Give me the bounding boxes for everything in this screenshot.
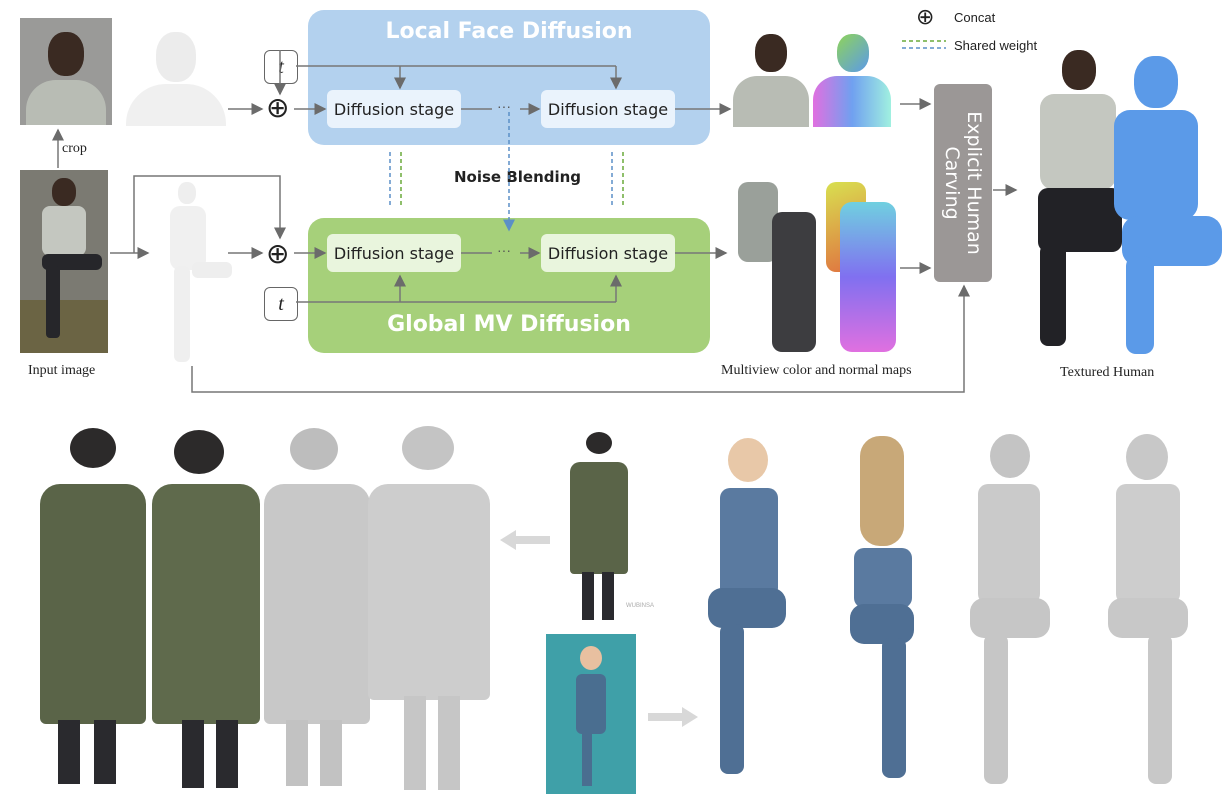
face-diffusion-stage-1: Diffusion stage xyxy=(327,90,461,128)
global-diffusion-stage-2: Diffusion stage xyxy=(541,234,675,272)
watermark-text: WUBINSA xyxy=(626,603,655,609)
overalls-woman-back-mesh xyxy=(1064,428,1224,800)
right-arrow-grey xyxy=(648,707,698,732)
overalls-woman-front-mesh xyxy=(932,428,1080,800)
overalls-woman-input-photo xyxy=(546,634,636,794)
coat-woman-back-color xyxy=(146,424,264,800)
overalls-woman-front-color xyxy=(672,428,812,800)
legend-shared-weight-label: Shared weight xyxy=(954,38,1038,53)
timestep-t-bottom: t xyxy=(264,287,298,321)
body-template-render xyxy=(150,180,240,366)
face-color-normal-output xyxy=(733,32,893,127)
face-stage-ellipsis: ··· xyxy=(497,98,511,114)
coat-woman-input-photo xyxy=(564,430,634,630)
legend-concat-symbol: ⊕ xyxy=(916,4,935,29)
crop-label: crop xyxy=(62,141,87,156)
coat-woman-front-mesh xyxy=(256,424,376,800)
concat-symbol-bottom: ⊕ xyxy=(266,238,290,269)
face-template-render xyxy=(124,28,228,126)
left-arrow-grey xyxy=(500,530,550,555)
textured-human-label: Textured Human xyxy=(1060,365,1155,380)
multiview-label: Multiview color and normal maps xyxy=(721,363,912,378)
global-mv-diffusion-title: Global MV Diffusion xyxy=(387,312,631,337)
input-image-photo xyxy=(20,170,108,353)
local-face-diffusion-title: Local Face Diffusion xyxy=(385,19,633,44)
noise-blending-label: Noise Blending xyxy=(454,168,582,186)
timestep-t-top: t xyxy=(264,50,298,84)
legend-concat-label: Concat xyxy=(954,10,996,25)
cropped-face-photo xyxy=(20,18,112,125)
global-stage-ellipsis: ··· xyxy=(497,242,511,258)
global-diffusion-stage-1: Diffusion stage xyxy=(327,234,461,272)
textured-human-output xyxy=(1014,48,1226,360)
concat-symbol-top: ⊕ xyxy=(266,92,290,123)
input-image-label: Input image xyxy=(28,363,96,378)
multiview-maps-output xyxy=(728,172,908,358)
overalls-woman-back-color xyxy=(800,428,948,800)
face-diffusion-stage-2: Diffusion stage xyxy=(541,90,675,128)
coat-woman-back-mesh xyxy=(364,424,494,800)
coat-woman-front-color xyxy=(30,424,154,800)
